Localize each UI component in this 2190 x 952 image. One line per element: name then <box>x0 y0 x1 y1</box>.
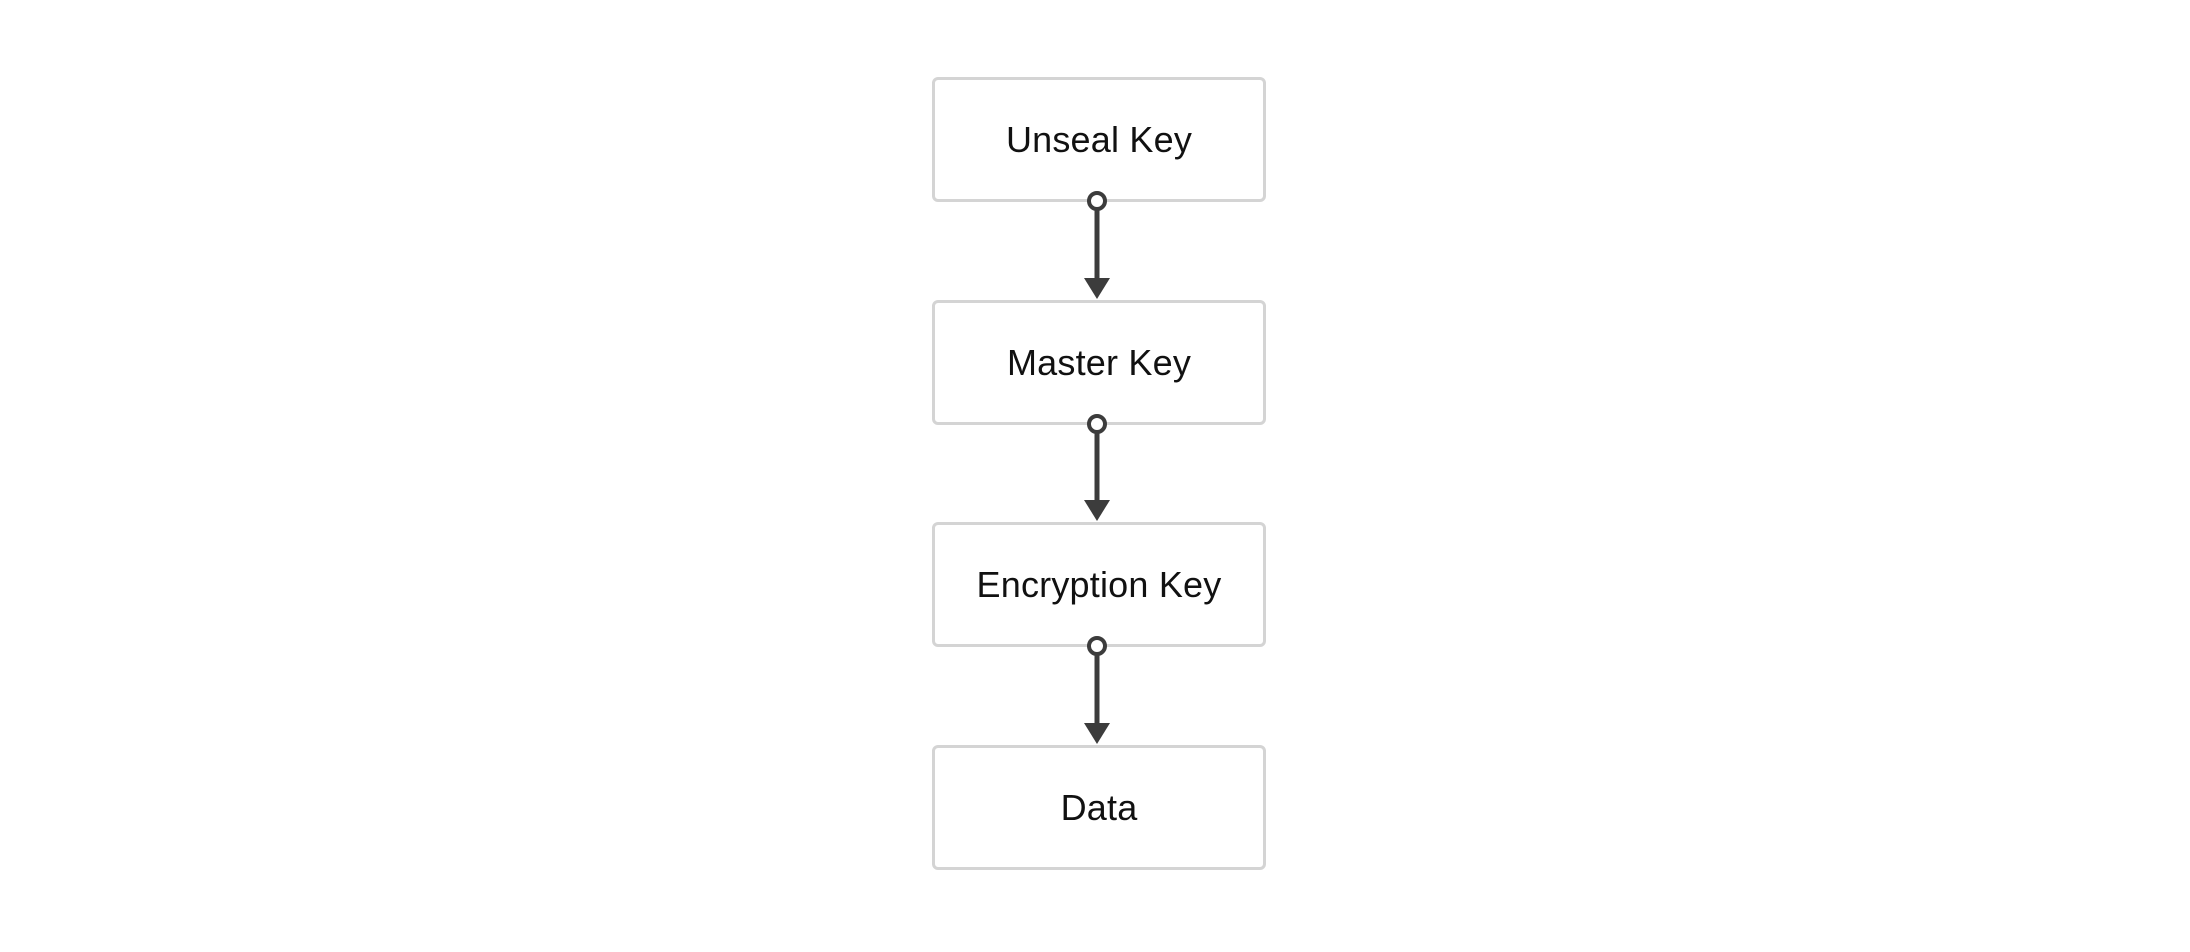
data-node: Data <box>932 745 1266 870</box>
arrowhead-icon <box>1084 278 1110 299</box>
master-key-node: Master Key <box>932 300 1266 425</box>
unseal-key-label: Unseal Key <box>1005 118 1193 160</box>
unseal-key-node: Unseal Key <box>932 77 1266 202</box>
data-label: Data <box>1060 786 1138 828</box>
connector-arrow <box>1084 191 1110 299</box>
arrowhead-icon <box>1084 500 1110 521</box>
connector-arrow <box>1084 636 1110 744</box>
arrowhead-icon <box>1084 723 1110 744</box>
encryption-key-node: Encryption Key <box>932 522 1266 647</box>
connector-arrow <box>1084 414 1110 521</box>
master-key-label: Master Key <box>1006 341 1192 383</box>
encryption-key-label: Encryption Key <box>976 563 1222 605</box>
